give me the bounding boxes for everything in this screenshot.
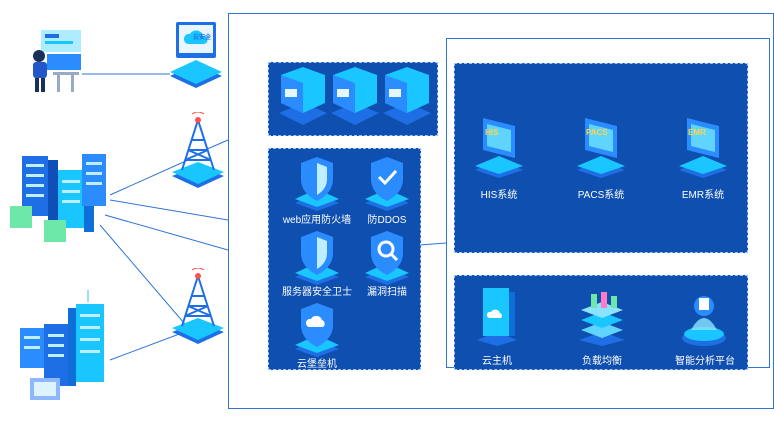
cloud-label-load-balancer: 负载均衡	[582, 356, 622, 367]
cloud-shield-icon	[287, 297, 347, 357]
cloud-host-icon	[475, 284, 519, 346]
cloud-label-ai-platform: 智能分析平台	[675, 356, 735, 367]
pacs-system-icon	[571, 114, 631, 178]
operator-workstation	[25, 28, 87, 94]
ai-platform-icon	[679, 290, 729, 348]
security-panel: web应用防火墙 防DDOS 服务器安全卫士 漏洞扫描	[268, 148, 421, 370]
server-room-panel	[268, 62, 438, 136]
system-label-his: HIS系统	[480, 190, 518, 201]
pacs-badge: PACS	[586, 128, 608, 137]
his-badge: HIS	[485, 128, 499, 137]
signal-tower-bottom	[170, 267, 226, 346]
emr-badge: EMR	[688, 128, 706, 137]
security-label-bastion: 云堡垒机	[297, 359, 337, 370]
cloud-services-panel: 云主机 负载均衡 智能分析平台	[454, 275, 748, 370]
signal-tower-top	[170, 111, 226, 190]
systems-panel: HIS HIS系统 PACS PACS系统 EMR EMR系统	[454, 63, 748, 253]
shield-icon	[287, 225, 347, 285]
shield-icon	[287, 151, 347, 211]
monitor-screen-text: 云安全	[193, 35, 212, 41]
load-balancer-icon	[577, 292, 627, 346]
cloud-monitor	[168, 20, 224, 90]
security-label-server-guard: 服务器安全卫士	[282, 287, 352, 298]
shield-check-icon	[357, 151, 417, 211]
emr-system-icon	[673, 114, 733, 178]
server-cluster-bottom	[14, 290, 114, 414]
search-shield-icon	[357, 225, 417, 285]
system-label-pacs: PACS系统	[577, 190, 625, 201]
system-label-emr: EMR系统	[681, 190, 725, 201]
server-cluster-top	[8, 150, 112, 246]
security-label-vuln-scan: 漏洞扫描	[367, 287, 407, 298]
security-label-ddos: 防DDOS	[367, 215, 407, 226]
his-system-icon	[469, 114, 529, 178]
cloud-label-host: 云主机	[482, 356, 512, 367]
server-rack-icons	[279, 67, 431, 125]
security-label-waf: web应用防火墙	[282, 215, 352, 226]
